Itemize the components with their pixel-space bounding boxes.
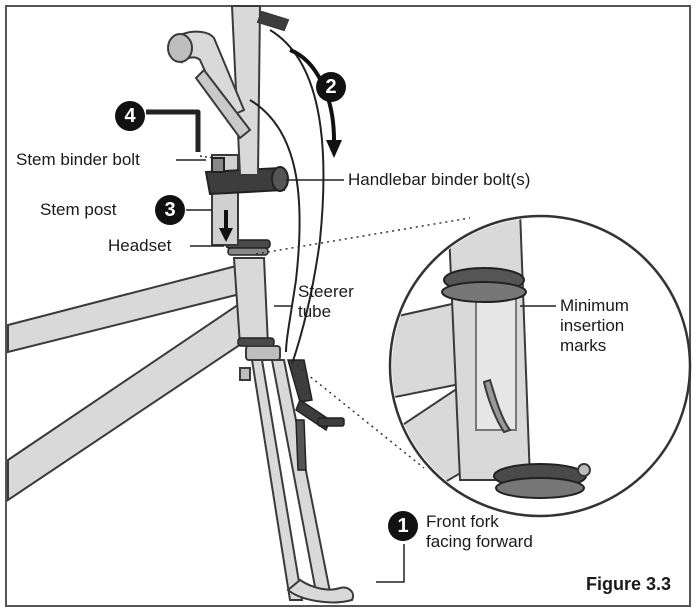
- label-stem-post: Stem post: [40, 200, 117, 219]
- label-steerer-tube: Steerer tube: [298, 282, 354, 321]
- label-minimum-insertion-marks: Minimum insertion marks: [560, 296, 629, 355]
- label-handlebar-binder-bolts: Handlebar binder bolt(s): [348, 170, 531, 189]
- label-front-fork: Front fork facing forward: [426, 512, 533, 551]
- stem-head: [204, 157, 289, 196]
- handlebars: [167, 5, 290, 176]
- leader-lines: [176, 159, 556, 583]
- figure-caption: Figure 3.3: [586, 574, 672, 594]
- front-brake: [287, 359, 345, 471]
- frame: [7, 257, 270, 502]
- step-badge-2: 2: [316, 72, 346, 102]
- figure-border: [5, 5, 691, 607]
- label-headset: Headset: [108, 236, 172, 255]
- hex-key-icon: [146, 109, 215, 159]
- zoom-connectors: [255, 217, 471, 469]
- brake-cables: [249, 29, 325, 365]
- zoom-inset: [388, 214, 692, 518]
- label-stem-binder-bolt: Stem binder bolt: [16, 150, 140, 169]
- insertion-mark: [482, 378, 512, 434]
- front-fork: [239, 345, 354, 604]
- step-badge-1: 1: [388, 511, 418, 541]
- step-badge-3: 3: [155, 195, 185, 225]
- head-tube: [232, 257, 270, 346]
- step-badge-4: 4: [115, 101, 145, 131]
